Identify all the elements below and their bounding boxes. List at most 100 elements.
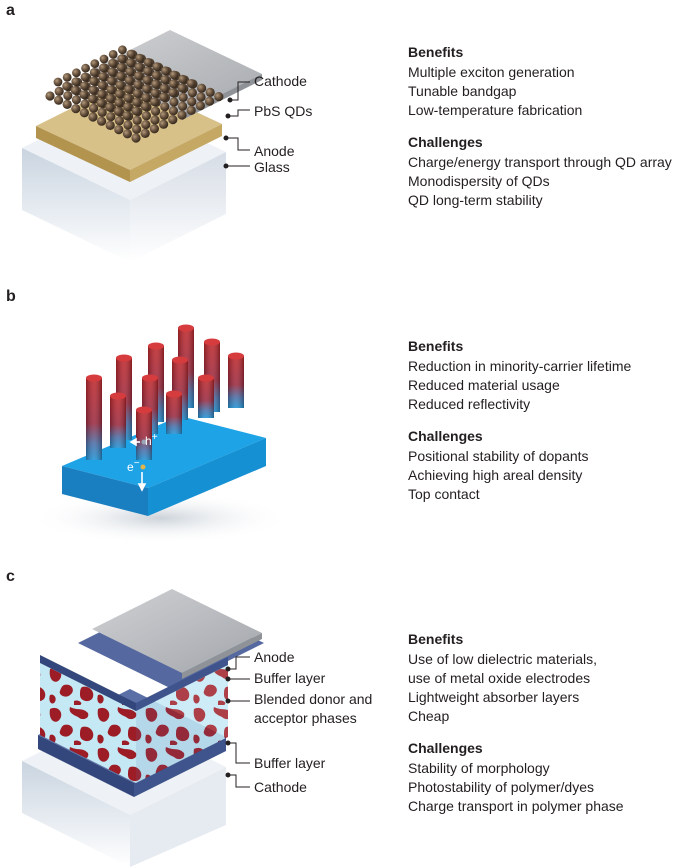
quantum-dot (98, 108, 107, 117)
quantum-dot (133, 116, 142, 125)
quantum-dot (114, 125, 123, 134)
benefit-item: Use of low dielectric materials, (408, 650, 624, 669)
quantum-dot (196, 92, 205, 101)
panel-c-text: Benefits Use of low dielectric materials… (408, 630, 624, 816)
quantum-dot (106, 85, 115, 94)
quantum-dot (197, 84, 206, 93)
label-buffer-layer-bottom: Buffer layer (254, 755, 325, 771)
quantum-dot (152, 62, 161, 71)
quantum-dot (97, 90, 106, 99)
quantum-dot (159, 120, 168, 129)
quantum-dot (132, 98, 141, 107)
quantum-dot (152, 71, 161, 80)
quantum-dot (80, 108, 89, 117)
challenge-item: Achieving high areal density (408, 466, 631, 485)
nanowire-shading (198, 378, 214, 418)
quantum-dot (123, 120, 132, 129)
quantum-dot (150, 124, 159, 133)
quantum-dot (79, 90, 88, 99)
label-blend-line1: Blended donor and (254, 691, 372, 707)
quantum-dot (100, 55, 109, 64)
nanowire-shading (228, 356, 244, 408)
quantum-dot (108, 59, 117, 68)
quantum-dot (125, 67, 134, 76)
quantum-dot (160, 111, 169, 120)
quantum-dot (151, 89, 160, 98)
electron-label: e− (127, 458, 140, 474)
quantum-dot (117, 54, 126, 63)
benefits-heading: Benefits (408, 337, 631, 356)
quantum-dot (160, 84, 169, 93)
quantum-dot (143, 67, 152, 76)
quantum-dot (71, 104, 80, 113)
quantum-dot (169, 106, 178, 115)
nanowire-cap (166, 391, 182, 398)
benefit-item: Low-temperature fabrication (408, 101, 672, 120)
panel-c-letter: c (6, 568, 15, 586)
benefit-item: Lightweight absorber layers (408, 688, 624, 707)
quantum-dot (117, 63, 126, 72)
quantum-dot (72, 95, 81, 104)
quantum-dot (81, 73, 90, 82)
benefit-item: Reduction in minority-carrier lifetime (408, 357, 631, 376)
panel-b-text: Benefits Reduction in minority-carrier l… (408, 337, 631, 504)
quantum-dot (71, 77, 80, 86)
nanowire-cap (198, 375, 214, 382)
quantum-dot (89, 104, 98, 113)
quantum-dot (80, 99, 89, 108)
nanowire-cap (116, 355, 132, 362)
quantum-dot (114, 107, 123, 116)
quantum-dot (106, 121, 115, 130)
challenge-item: Top contact (408, 485, 631, 504)
quantum-dot (81, 64, 90, 73)
quantum-dot (206, 88, 215, 97)
quantum-dot (151, 80, 160, 89)
quantum-dot (214, 92, 223, 101)
quantum-dot (88, 112, 97, 121)
label-buffer-layer-top: Buffer layer (254, 670, 325, 686)
challenge-item: Charge/energy transport through QD array (408, 153, 672, 172)
quantum-dot (151, 107, 160, 116)
quantum-dot (179, 93, 188, 102)
quantum-dot (133, 80, 142, 89)
quantum-dot (168, 115, 177, 124)
quantum-dot (123, 129, 132, 138)
quantum-dot (116, 72, 125, 81)
quantum-dot (126, 58, 135, 67)
quantum-dot (142, 111, 151, 120)
quantum-dot (135, 63, 144, 72)
quantum-dot (160, 102, 169, 111)
quantum-dot (124, 85, 133, 94)
quantum-dot (80, 81, 89, 90)
quantum-dot (45, 91, 54, 100)
quantum-dot (141, 129, 150, 138)
quantum-dot (71, 86, 80, 95)
nanowire-shading (166, 394, 182, 434)
quantum-dot (187, 106, 196, 115)
quantum-dot (63, 73, 72, 82)
quantum-dot (143, 76, 152, 85)
quantum-dot (90, 68, 99, 77)
label-anode: Anode (254, 143, 294, 159)
electron-dot (141, 465, 146, 470)
challenges-heading: Challenges (408, 739, 624, 758)
quantum-dot (98, 81, 107, 90)
quantum-dot (132, 107, 141, 116)
benefit-item: use of metal oxide electrodes (408, 669, 624, 688)
quantum-dot (169, 97, 178, 106)
quantum-dot (55, 87, 64, 96)
challenge-item: QD long-term stability (408, 191, 672, 210)
benefits-heading: Benefits (408, 630, 624, 649)
benefit-item: Tunable bandgap (408, 82, 672, 101)
quantum-dot (187, 79, 196, 88)
nanowire-cap (136, 407, 152, 414)
quantum-dot (116, 81, 125, 90)
nanowire-cap (142, 375, 158, 382)
label-glass: Glass (254, 159, 290, 175)
quantum-dot (106, 94, 115, 103)
quantum-dot (141, 93, 150, 102)
quantum-dot (105, 103, 114, 112)
label-cathode: Cathode (254, 779, 307, 795)
hole-label: h+ (145, 432, 158, 448)
quantum-dot (141, 102, 150, 111)
